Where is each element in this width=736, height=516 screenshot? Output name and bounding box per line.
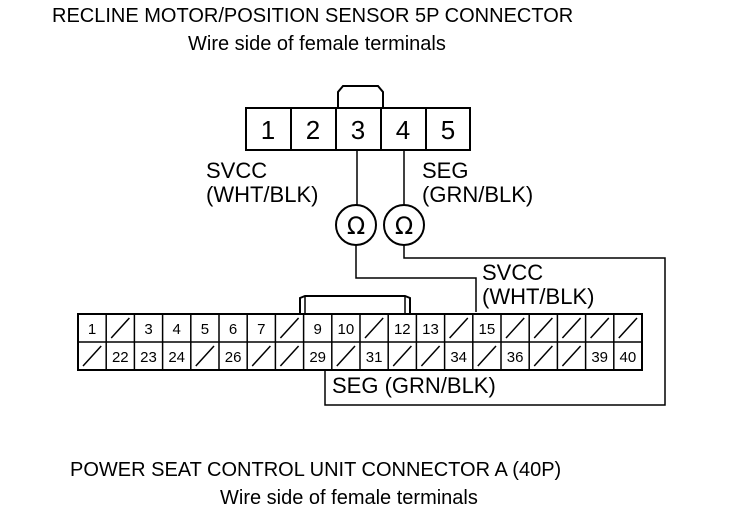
top-connector-subtitle: Wire side of female terminals — [188, 33, 446, 55]
top-pin-4: 4 — [396, 115, 410, 145]
empty-cavity-slash — [279, 345, 300, 367]
pin-22: 22 — [112, 349, 129, 366]
pin-9: 9 — [314, 321, 322, 338]
top-pin-5: 5 — [441, 115, 455, 145]
wire-seg-to-pin29 — [324, 245, 666, 406]
empty-cavity-slash — [110, 317, 130, 339]
empty-cavity-slash — [449, 317, 469, 339]
pin-29: 29 — [309, 349, 326, 366]
pin-15: 15 — [479, 321, 496, 338]
seg-top-label: SEG — [422, 158, 468, 183]
ohmmeter-seg: Ω — [383, 204, 425, 246]
svcc-bottom-label: SVCC — [482, 260, 543, 285]
empty-cavity-slash — [561, 345, 582, 367]
svcc-top-label: SVCC — [206, 158, 267, 183]
empty-cavity-slash — [618, 317, 638, 339]
empty-cavity-slash — [195, 345, 215, 367]
top-pin-2: 2 — [306, 115, 320, 145]
pin-24: 24 — [168, 349, 185, 366]
empty-cavity-slash — [392, 345, 412, 367]
seg-top-color: (GRN/BLK) — [422, 182, 533, 207]
recline-connector-5p: 1 2 3 4 5 — [245, 85, 471, 151]
top-pin-3: 3 — [351, 115, 365, 145]
empty-cavity-slash — [336, 345, 356, 367]
ohmmeter-svcc: Ω — [335, 204, 377, 246]
empty-cavity-slash — [477, 345, 497, 367]
pin-1: 1 — [88, 321, 96, 338]
pin-26: 26 — [225, 349, 242, 366]
svcc-bottom-color: (WHT/BLK) — [482, 284, 594, 309]
pin-36: 36 — [507, 349, 524, 366]
empty-cavity-slash — [533, 317, 553, 339]
pin-34: 34 — [450, 349, 467, 366]
ohm-icon: Ω — [395, 212, 413, 240]
pin-7: 7 — [257, 321, 265, 338]
empty-cavity-slash — [82, 345, 102, 367]
empty-cavity-slash — [420, 345, 441, 367]
top-connector-title: RECLINE MOTOR/POSITION SENSOR 5P CONNECT… — [52, 5, 573, 27]
empty-cavity-slash — [251, 345, 271, 367]
empty-cavity-slash — [533, 345, 553, 367]
pin-3: 3 — [144, 321, 152, 338]
empty-cavity-slash — [505, 317, 525, 339]
bottom-connector-title: POWER SEAT CONTROL UNIT CONNECTOR A (40P… — [70, 459, 561, 481]
ohm-icon: Ω — [347, 212, 365, 240]
top-pin-1: 1 — [261, 115, 275, 145]
empty-cavity-slash — [279, 317, 300, 339]
seg-bottom-label: SEG (GRN/BLK) — [332, 373, 496, 398]
empty-cavity-slash — [590, 317, 610, 339]
pin-5: 5 — [201, 321, 209, 338]
pin-10: 10 — [338, 321, 355, 338]
bottom-connector-subtitle: Wire side of female terminals — [220, 487, 478, 509]
svcc-top-color: (WHT/BLK) — [206, 182, 318, 207]
empty-cavity-slash — [364, 317, 384, 339]
pin-39: 39 — [591, 349, 608, 366]
pin-6: 6 — [229, 321, 237, 338]
wire-svcc-to-pin15 — [355, 245, 477, 312]
pin-13: 13 — [422, 321, 439, 338]
pin-23: 23 — [140, 349, 157, 366]
pin-12: 12 — [394, 321, 411, 338]
pin-4: 4 — [173, 321, 181, 338]
pin-31: 31 — [366, 349, 383, 366]
pin-40: 40 — [620, 349, 637, 366]
empty-cavity-slash — [561, 317, 582, 339]
